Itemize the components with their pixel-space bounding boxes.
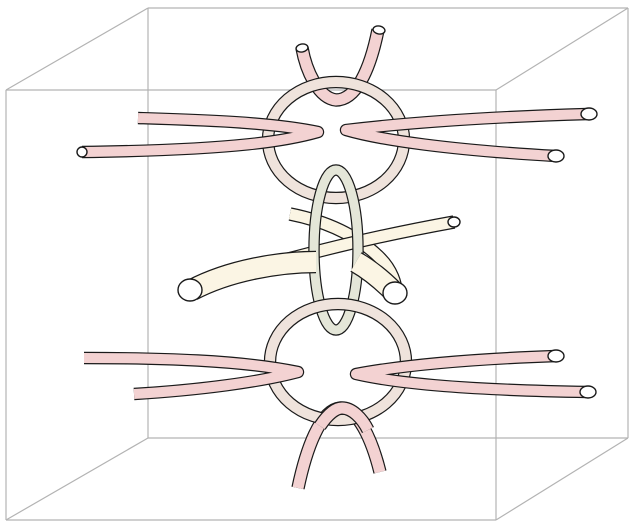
- box-edge: [496, 438, 628, 520]
- top-left-loop-end: [77, 147, 87, 157]
- cream-tube-left-front: [192, 262, 316, 290]
- bottom-right-loop-end-lower: [580, 386, 596, 398]
- bottom-left-loop: [84, 358, 298, 394]
- top-right-loop-end-lower: [548, 150, 564, 162]
- cream-tube-upper-end: [448, 217, 460, 227]
- tube-layer: [77, 25, 597, 488]
- cream-tube-left-end: [178, 279, 202, 301]
- box-edge: [6, 8, 148, 90]
- cream-tube-right-end: [383, 282, 407, 304]
- top-right-loop-end-upper: [581, 108, 597, 120]
- box-edge: [496, 8, 628, 90]
- box-edge: [6, 438, 148, 520]
- bottom-right-loop-end-upper: [548, 350, 564, 362]
- top-left-loop: [82, 118, 318, 152]
- top-right-loop: [346, 114, 588, 156]
